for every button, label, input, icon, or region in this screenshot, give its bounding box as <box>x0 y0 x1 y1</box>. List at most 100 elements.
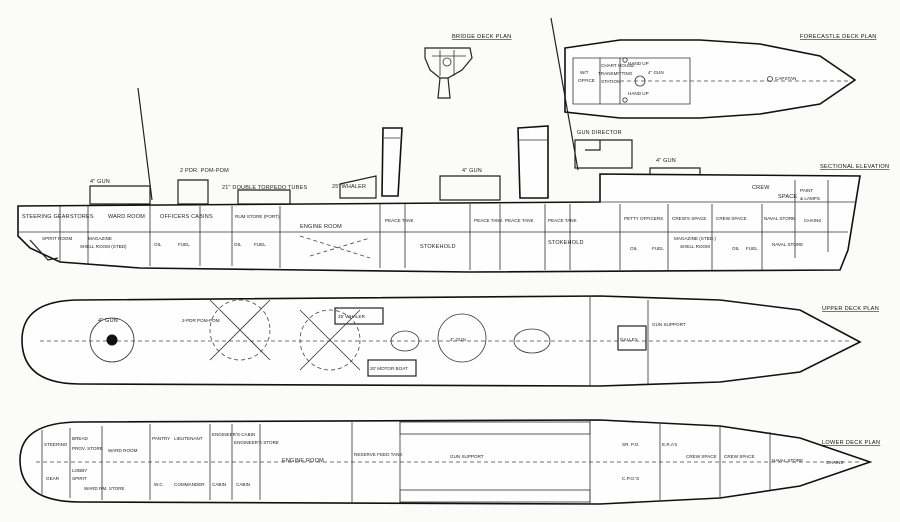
elev-engine-room-label: ENGINE ROOM <box>300 224 342 230</box>
lower-cabin-2-label: CABIN <box>236 482 250 487</box>
forecastle-title: FORECASTLE DECK PLAN <box>800 34 877 40</box>
upper-gun-aft-label: 4" GUN <box>98 318 118 324</box>
upper-deck-title: UPPER DECK PLAN <box>822 306 879 312</box>
bridge-compass <box>442 57 452 67</box>
bunker-row-top <box>399 421 591 435</box>
bridge-deck-plan: BRIDGE DECK PLAN <box>424 34 511 99</box>
elev-peace-tank-2: PEACE TANK <box>474 218 504 223</box>
capstan-icon <box>767 76 773 82</box>
lower-bread-label: BREAD <box>72 436 89 441</box>
lower-provisions-label: PROV. STORE <box>72 446 103 451</box>
lower-sr-po-label: SR. P.O. <box>622 442 640 447</box>
elev-whaler-label: 25' WHALER <box>332 184 366 190</box>
upper-bulkheads <box>589 296 649 386</box>
gun-director-platform <box>585 140 601 151</box>
lower-crew-space-1-label: CREW SPACE <box>686 454 717 459</box>
elev-peace-tank-4: PEACE TANK <box>548 218 578 223</box>
bridge-structure <box>574 139 633 169</box>
engine-room-machinery <box>299 235 371 259</box>
lower-engineers-cabin-label: ENGINEER'S CABIN <box>212 432 255 437</box>
upper-galley-label: GALLEY <box>620 337 638 342</box>
lower-bulkheads <box>41 420 771 504</box>
mid-gun-shield <box>439 175 501 201</box>
upper-motor-boat-label: 20' MOTOR BOAT <box>370 366 408 371</box>
whaler-davits <box>339 175 377 199</box>
elev-peace-tank-3: PEACE TANK <box>505 218 535 223</box>
hand-up-label-2: HAND UP <box>628 91 649 96</box>
lower-deck-title: LOWER DECK PLAN <box>822 440 880 446</box>
forecastle-gun-label: 4" GUN <box>648 70 664 75</box>
lower-engine-room-label: ENGINE ROOM <box>282 458 324 464</box>
upper-deck-plan: UPPER DECK PLAN 4" GUN 2-PDR POM-POM 25'… <box>21 295 879 387</box>
aft-funnel-plan <box>390 330 420 352</box>
torpedo-traverse-arc-1 <box>209 299 271 361</box>
hand-up-hatch-1 <box>622 57 628 63</box>
lower-naval-store-label: NAVAL STORE <box>772 458 803 463</box>
elev-oil-3: OIL <box>630 246 638 251</box>
torpedo-arcs <box>209 299 361 371</box>
pom-pom-platform <box>177 179 209 205</box>
upper-motor-boat <box>367 359 417 377</box>
upper-gun-mid-label: 4" GUN <box>450 337 466 342</box>
hand-up-label-1: HAND UP <box>628 61 649 66</box>
lower-cabin-1-label: CABIN <box>212 482 226 487</box>
elev-torpedo-label: 21" DOUBLE TORPEDO TUBES <box>222 185 307 191</box>
elev-crew-space-2: CREW SPACE <box>716 216 747 221</box>
torpedo-tubes <box>237 189 291 205</box>
torpedo-traverse-arc-2 <box>299 309 361 371</box>
bridge-outline <box>424 47 473 79</box>
elev-magazine-aft: MAGAZINE <box>88 236 112 241</box>
lower-lieutenant-label: LIEUTENANT <box>174 436 203 441</box>
upper-mid-gun-ring <box>437 313 487 363</box>
elev-steering-label: STEERING GEAR <box>22 214 70 220</box>
elev-chains: CHAINS <box>804 218 821 223</box>
elev-shell-room-aft: SHELL ROOM (STBD) <box>80 244 127 249</box>
elev-peace-tank-1: PEACE TANK <box>385 218 415 223</box>
forecastle-hull <box>564 39 857 119</box>
elev-fuel-3: FUEL <box>652 246 664 251</box>
elev-officers-label: OFFICERS CABINS <box>160 214 213 220</box>
upper-whaler-label: 25' WHALER <box>338 314 366 319</box>
lower-deck-plan: LOWER DECK PLAN STEERING BREAD PROV. STO… <box>19 419 880 505</box>
elev-gun-aft-label: 4" GUN <box>90 179 110 185</box>
lower-ward-room-label: WARD ROOM <box>108 448 138 453</box>
lower-ward-rm-store-label: WARD RM. STORE <box>84 486 125 491</box>
elev-gun-fwd-label: 4" GUN <box>656 158 676 164</box>
lower-reserve-tank-label: RESERVE FEED TANK <box>354 452 403 457</box>
lower-eras-label: E.R.A's <box>662 442 678 447</box>
bridge-interior <box>432 50 466 76</box>
sectional-elevation: SECTIONAL ELEVATION 4" GUN 2 PDR. POM-PO… <box>17 17 889 273</box>
elev-fuel-1: FUEL <box>178 242 190 247</box>
elev-pom-pom-label: 2 PDR. POM-POM <box>180 168 229 174</box>
lower-engineers-store-label: ENGINEER'S STORE <box>234 440 279 445</box>
elev-fuel-2: FUEL <box>254 242 266 247</box>
elev-stokehold-1: STOKEHOLD <box>420 244 456 250</box>
elevation-hull <box>17 173 861 273</box>
lower-chains-label: CHAINS <box>826 460 843 465</box>
elev-oil-2: OIL <box>234 242 242 247</box>
elev-gun-mid-label: 4" GUN <box>462 168 482 174</box>
elev-oil-1: OIL <box>154 242 162 247</box>
lower-cpos-label: C.P.O.'S <box>622 476 639 481</box>
elev-fuel-4: FUEL <box>746 246 758 251</box>
upper-whaler <box>334 307 384 325</box>
upper-pom-pom-label: 2-PDR POM-POM <box>182 318 220 323</box>
elev-gun-director-label: GUN DIRECTOR <box>577 130 622 136</box>
elev-naval-store-2: NAVAL STORE <box>772 242 803 247</box>
fore-funnel <box>517 125 549 199</box>
elev-space-top: SPACE <box>778 194 797 200</box>
elev-petty-officers: PETTY OFFICERS <box>624 216 663 221</box>
lower-spirit-label: SPIRIT <box>72 476 87 481</box>
wt-label: W/T <box>580 70 589 75</box>
elev-ward-room-label: WARD ROOM <box>108 214 145 220</box>
sectional-title: SECTIONAL ELEVATION <box>820 164 889 170</box>
elev-paint: PAINT <box>800 188 813 193</box>
lower-wc-label: W.C. <box>154 482 164 487</box>
elev-naval-store-1: NAVAL STORE <box>764 216 795 221</box>
elev-magazine-fwd: MAGAZINE (STBD.) <box>674 236 716 241</box>
funnel-bands <box>384 137 548 141</box>
fore-mast <box>550 17 579 171</box>
elev-rum-store-label: RUM STORE (PORT) <box>235 214 280 219</box>
